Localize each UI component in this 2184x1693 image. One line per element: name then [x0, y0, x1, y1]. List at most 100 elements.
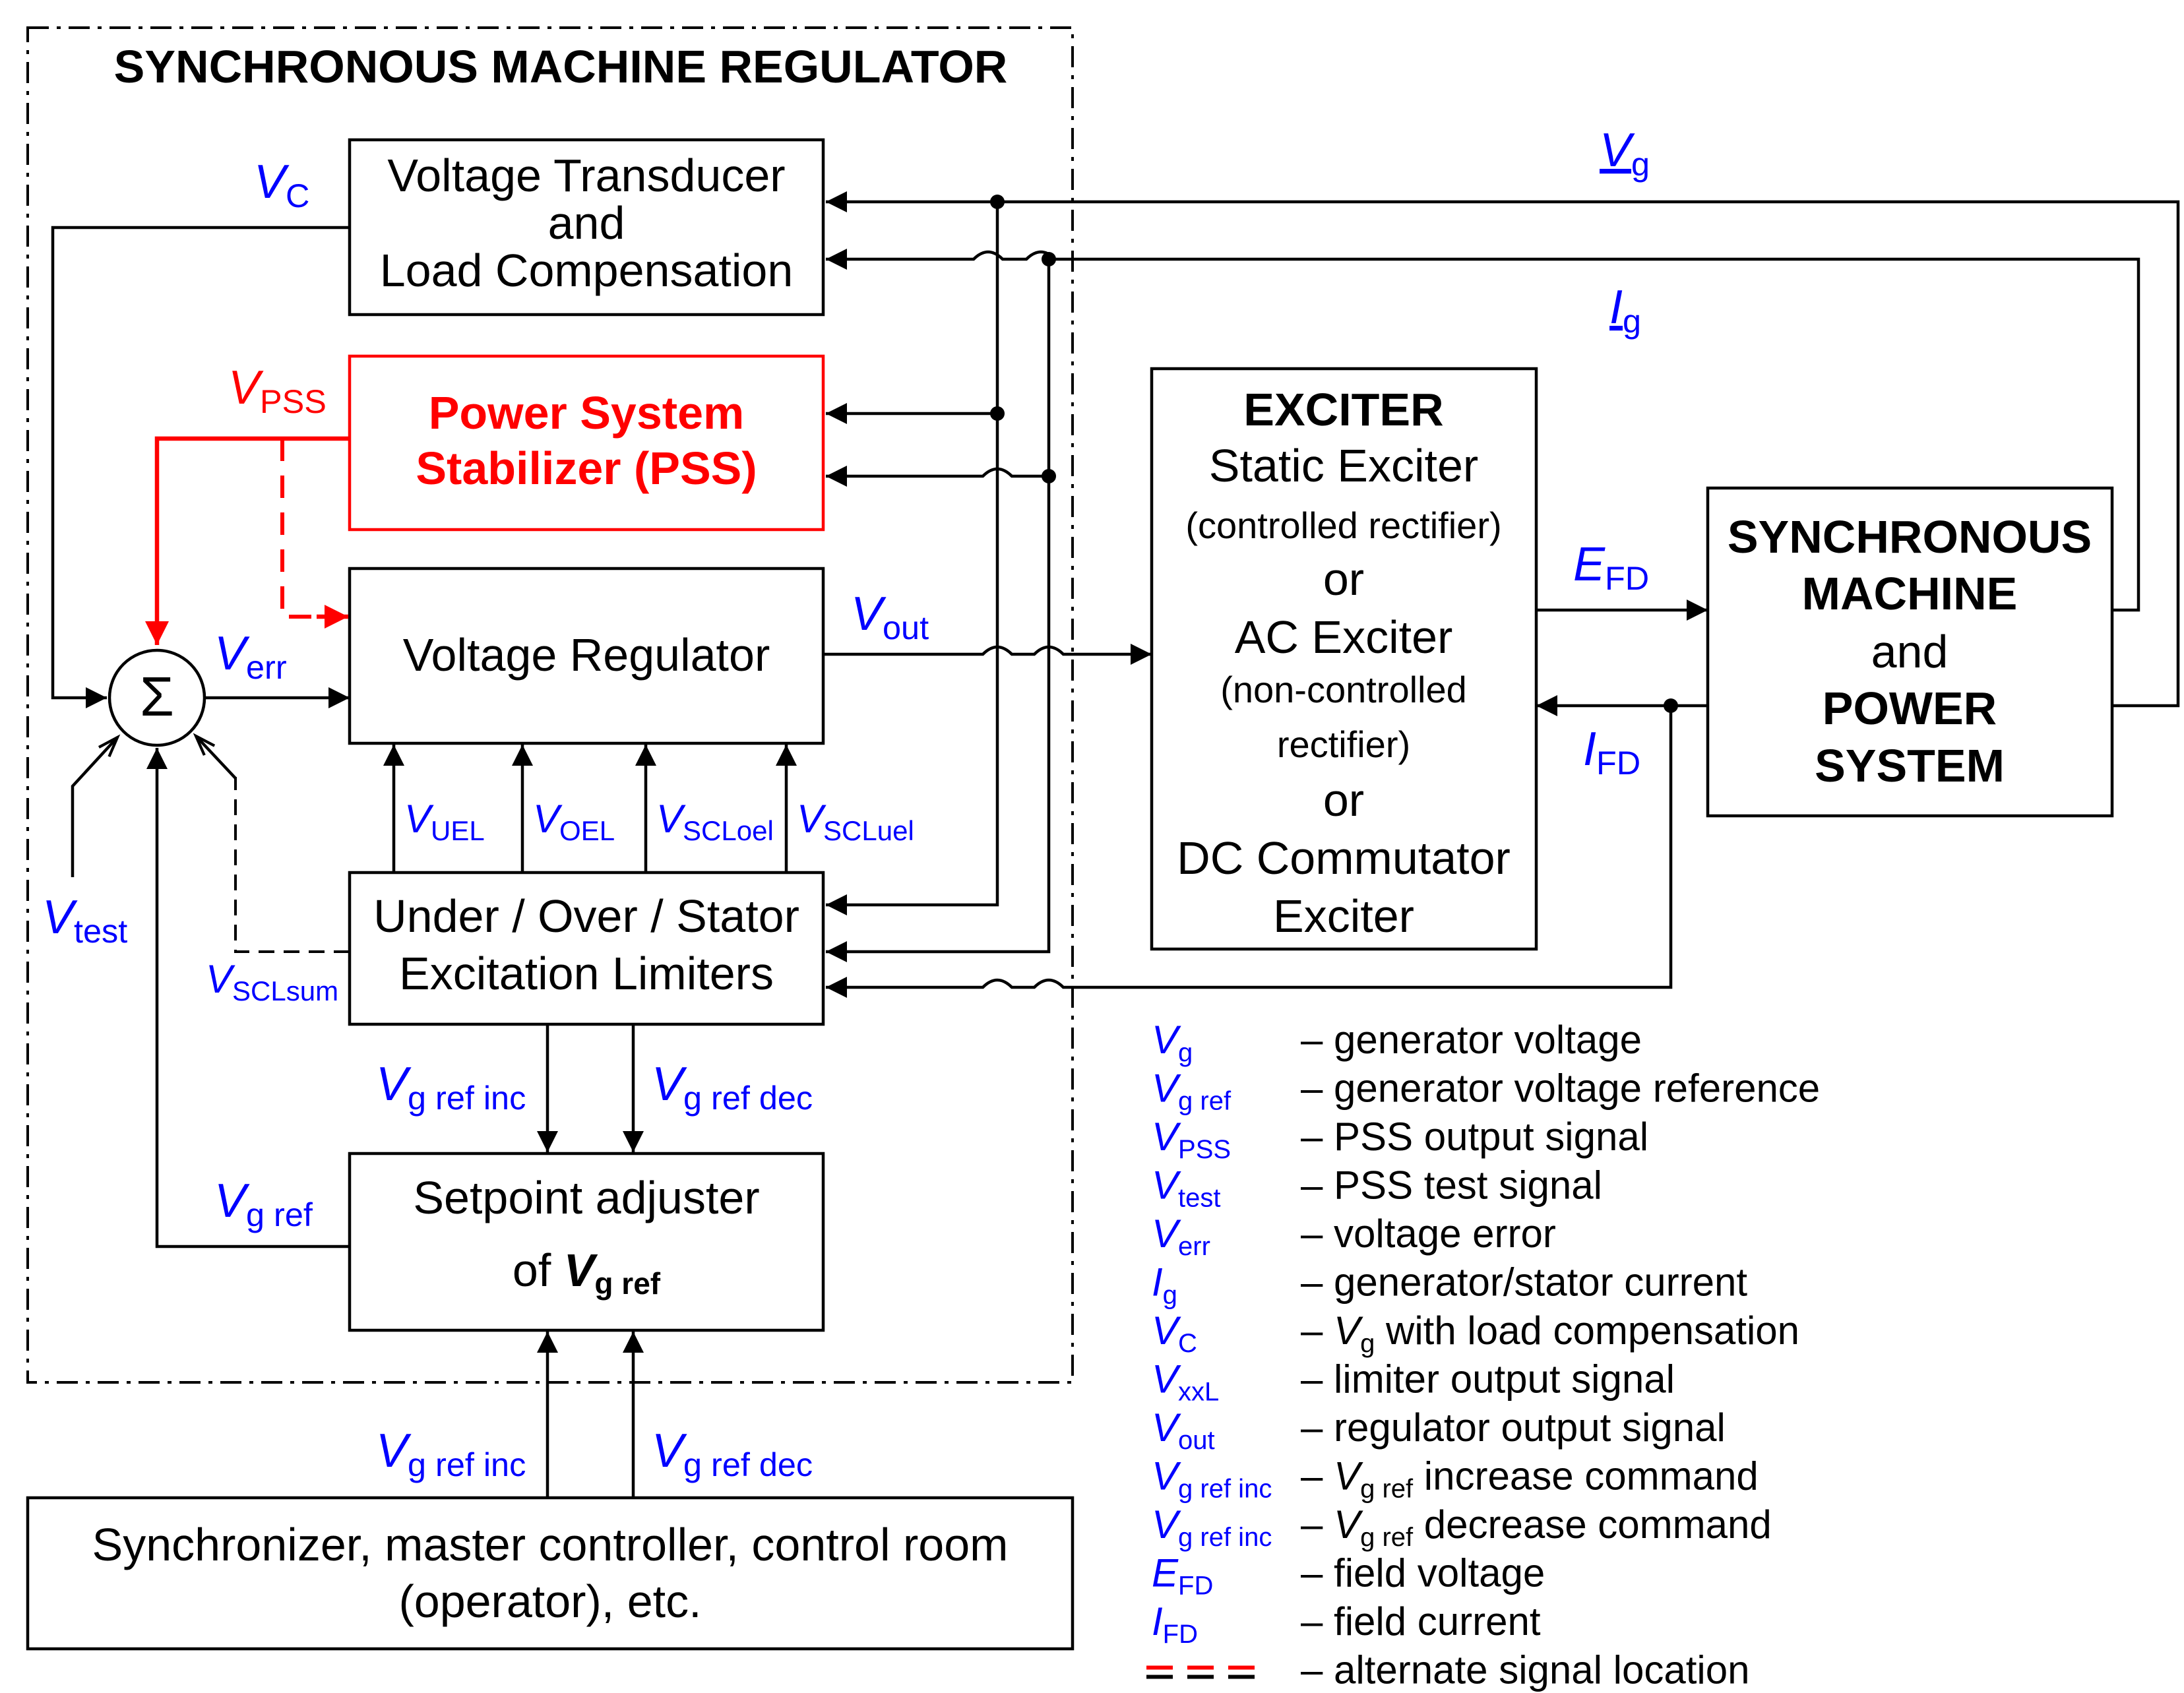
- exciter-line-1: Static Exciter: [1209, 440, 1478, 491]
- exciter-line-9: Exciter: [1273, 890, 1414, 942]
- exciter-block: [1150, 367, 1538, 951]
- legend: Vg – generator voltage Vg ref – generator v…: [1146, 1018, 1820, 1692]
- setpoint-line-1: Setpoint adjuster: [413, 1172, 759, 1223]
- synchronizer-line-1: Synchronizer, master controller, control…: [92, 1519, 1009, 1570]
- setpoint-line-2: of Vg ref: [513, 1245, 661, 1301]
- junction-dot: [990, 195, 1005, 209]
- exciter-line-3: or: [1323, 553, 1364, 605]
- ifd-to-limiters: [826, 706, 1673, 998]
- junction-dot: [990, 406, 1005, 421]
- voltage-regulator-label: Voltage Regulator: [403, 629, 770, 681]
- synchronizer-block: [26, 1496, 1075, 1651]
- vtest-wire: [71, 734, 121, 877]
- junction-dot: [1664, 698, 1678, 713]
- limiters-line-2: Excitation Limiters: [399, 948, 774, 999]
- legend-symbol: Vtest: [1152, 1163, 1221, 1213]
- legend-symbol: Vg ref inc: [1152, 1502, 1272, 1552]
- regulator-title: SYNCHRONOUS MACHINE REGULATOR: [114, 41, 1008, 92]
- label-vg: Vg: [1600, 124, 1650, 183]
- legend-description: – PSS test signal: [1301, 1163, 1602, 1208]
- vc-wire: [51, 226, 350, 708]
- junction-dot: [1042, 252, 1056, 266]
- pss-line-2: Stabilizer (PSS): [416, 443, 757, 494]
- label-vscluel: VSCLuel: [797, 797, 914, 846]
- pss-block: [348, 354, 825, 532]
- legend-symbol: Ig: [1152, 1260, 1177, 1310]
- sync-machine-line-3: and: [1871, 626, 1949, 677]
- exciter-line-8: DC Commutator: [1177, 832, 1511, 884]
- summing-symbol: Σ: [140, 665, 174, 727]
- legend-symbol: Vg ref: [1152, 1066, 1232, 1116]
- label-ig: Ig: [1609, 281, 1641, 340]
- label-vscloel: VSCLoel: [656, 797, 774, 846]
- exciter-line-5: (non-controlled: [1220, 669, 1467, 710]
- legend-symbol: Verr: [1152, 1212, 1210, 1261]
- sync-machine-line-2: MACHINE: [1802, 568, 2018, 619]
- sync-machine-line-4: POWER: [1823, 683, 1997, 734]
- exciter-title: EXCITER: [1243, 384, 1443, 435]
- label-vout: Vout: [851, 588, 929, 646]
- sync-machine-block: [1706, 486, 2114, 818]
- vsclsum-arrow: [193, 733, 237, 780]
- legend-description: – limiter output signal: [1301, 1357, 1675, 1401]
- vpss-alt-wire: [280, 439, 314, 619]
- voltage-regulator-block: [348, 567, 825, 745]
- legend-description: – field voltage: [1301, 1551, 1545, 1595]
- label-vuel: VUEL: [404, 797, 485, 846]
- legend-symbol: Vg: [1152, 1018, 1193, 1067]
- ig-bus: [826, 259, 1051, 962]
- legend-description: – Vg with load compensation: [1301, 1308, 1799, 1358]
- vg-feedback-wire: [826, 191, 2180, 708]
- vout-wire: [823, 644, 1152, 665]
- label-vgref: Vg ref: [214, 1175, 313, 1233]
- sync-machine-line-5: SYSTEM: [1815, 740, 2005, 791]
- vpss-wire: [145, 436, 350, 645]
- legend-description: – Vg ref increase command: [1301, 1454, 1759, 1504]
- legend-description: – PSS output signal: [1301, 1115, 1648, 1159]
- legend-description: – generator voltage reference: [1301, 1066, 1820, 1111]
- legend-symbol: EFD: [1152, 1551, 1213, 1601]
- voltage-transducer-line-1: Voltage Transducer: [387, 150, 785, 201]
- label-verr: Verr: [214, 627, 287, 686]
- legend-symbol: VPSS: [1152, 1115, 1231, 1164]
- pss-line-1: Power System: [429, 387, 745, 439]
- legend-description: – alternate signal location: [1301, 1648, 1749, 1692]
- legend-symbol: IFD: [1152, 1599, 1198, 1649]
- exciter-line-6: rectifier): [1277, 723, 1410, 765]
- legend-description: – voltage error: [1301, 1212, 1556, 1256]
- sync-machine-line-1: SYNCHRONOUS: [1728, 511, 2092, 563]
- legend-description: – regulator output signal: [1301, 1405, 1726, 1450]
- exciter-line-7: or: [1323, 774, 1364, 826]
- legend-description: – field current: [1301, 1599, 1541, 1644]
- exciter-line-2: (controlled rectifier): [1185, 505, 1501, 546]
- vsclsum-wire: [234, 777, 350, 953]
- legend-description: – Vg ref decrease command: [1301, 1502, 1772, 1552]
- label-efd: EFD: [1573, 538, 1649, 597]
- label-vgrefdec-upper: Vg ref dec: [652, 1058, 813, 1117]
- voltage-transducer-line-3: Load Compensation: [380, 245, 794, 296]
- synchronizer-line-2: (operator), etc.: [398, 1576, 701, 1627]
- regulator-boundary: [26, 26, 1074, 1384]
- limiters-line-1: Under / Over / Stator: [373, 890, 799, 942]
- limiters-block: [348, 871, 825, 1026]
- exciter-line-4: AC Exciter: [1235, 611, 1453, 663]
- voltage-transducer-line-2: and: [548, 197, 625, 249]
- setpoint-block: [348, 1152, 825, 1332]
- legend-description: – generator voltage: [1301, 1018, 1642, 1062]
- junction-dot: [1042, 469, 1056, 483]
- vg-bus: [826, 202, 999, 915]
- vgref-wire: [146, 748, 350, 1248]
- label-vc: VC: [254, 156, 309, 214]
- ig-to-pss: [826, 466, 1049, 487]
- label-vgrefinc-lower: Vg ref inc: [376, 1425, 526, 1483]
- label-ifd: IFD: [1583, 723, 1640, 782]
- label-voel: VOEL: [533, 797, 615, 846]
- legend-symbol: VxxL: [1152, 1357, 1219, 1407]
- label-vpss: VPSS: [228, 361, 327, 420]
- legend-symbol: Vg ref inc: [1152, 1454, 1272, 1504]
- label-vsclsum: VSCLsum: [206, 957, 338, 1006]
- label-vtest: Vtest: [42, 891, 127, 950]
- legend-description: – generator/stator current: [1301, 1260, 1747, 1305]
- label-vgrefinc-upper: Vg ref inc: [376, 1058, 526, 1117]
